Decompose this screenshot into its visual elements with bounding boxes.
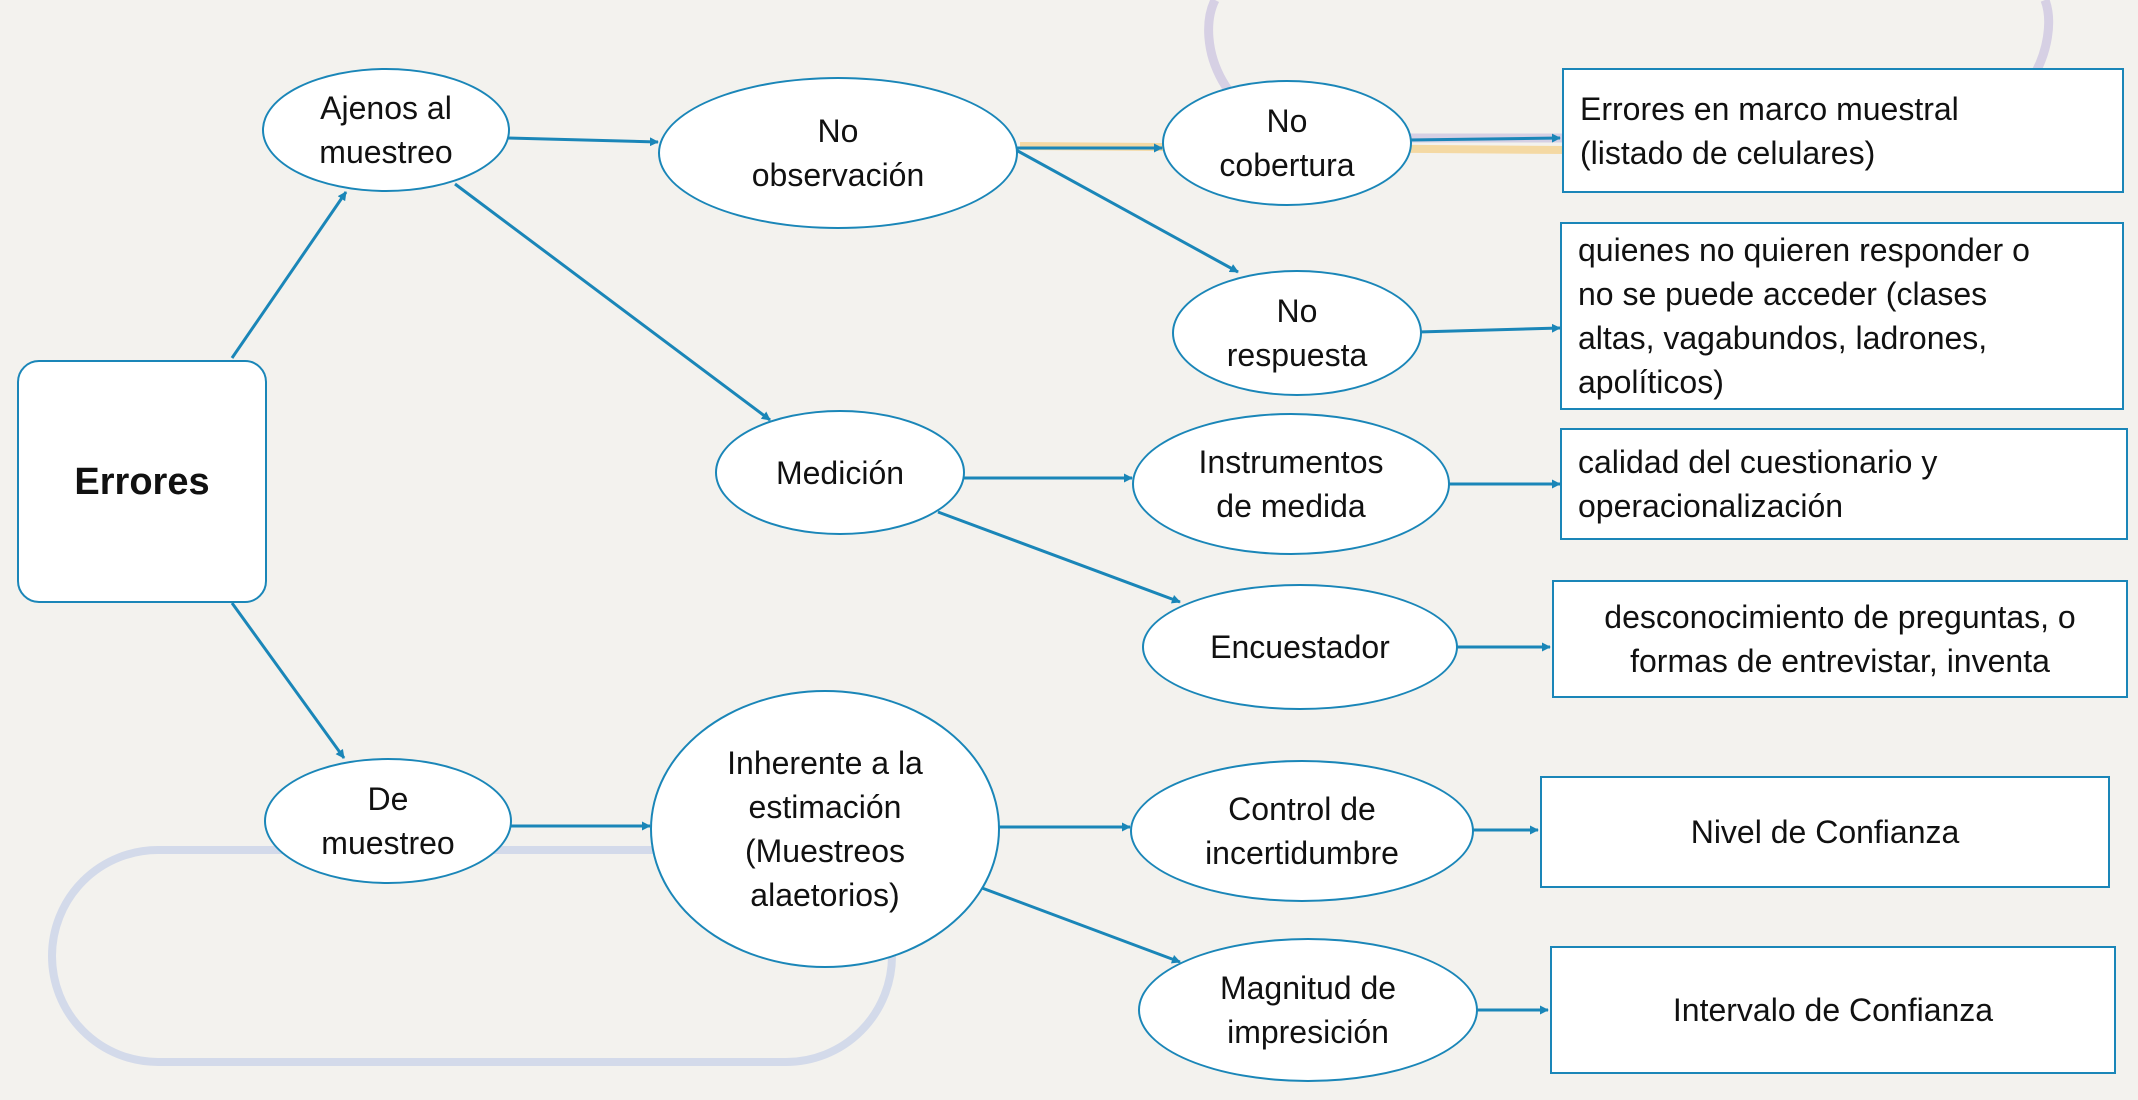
edge-errores-ajenos (230, 191, 348, 359)
node-errores: Errores (17, 360, 267, 603)
node-ajenos-al-muestreo: Ajenos al muestreo (262, 68, 510, 192)
node-inherente: Inherente a la estimación (Muestreos ala… (650, 690, 1000, 968)
edge-noobservacion-norespuesta (1015, 148, 1239, 274)
node-medicion: Medición (715, 410, 965, 535)
edge-inherente-magnitud (981, 886, 1181, 964)
node-control-de-incertidumbre: Control de incertidumbre (1130, 760, 1474, 902)
box-calidad-del-cuestionario: calidad del cuestionario y operacionaliz… (1560, 428, 2128, 540)
node-magnitud-de-imprecision: Magnitud de impresición (1138, 938, 1478, 1082)
box-intervalo-de-confianza: Intervalo de Confianza (1550, 946, 2116, 1074)
box-nivel-de-confianza: Nivel de Confianza (1540, 776, 2110, 888)
node-instrumentos-de-medida: Instrumentos de medida (1132, 413, 1450, 555)
node-encuestador: Encuestador (1142, 584, 1458, 710)
edge-norespuesta-boxquienes (1417, 323, 1561, 334)
edge-ajenos-noobservacion (506, 136, 659, 147)
node-no-respuesta: No respuesta (1172, 270, 1422, 396)
box-desconocimiento-de-preguntas: desconocimiento de preguntas, o formas d… (1552, 580, 2128, 698)
edge-nocobertura-boxmarco (1407, 133, 1561, 143)
node-no-observacion: No observación (658, 77, 1018, 229)
edge-errores-demuestreo (230, 602, 346, 759)
edge-ajenos-medicion (454, 182, 771, 422)
edge-medicion-encuestador (937, 510, 1181, 604)
node-de-muestreo: De muestreo (264, 758, 512, 884)
box-quienes-no-quieren-responder: quienes no quieren responder o no se pue… (1560, 222, 2124, 410)
node-no-cobertura: No cobertura (1162, 80, 1412, 206)
box-errores-marco-muestral: Errores en marco muestral (listado de ce… (1562, 68, 2124, 193)
